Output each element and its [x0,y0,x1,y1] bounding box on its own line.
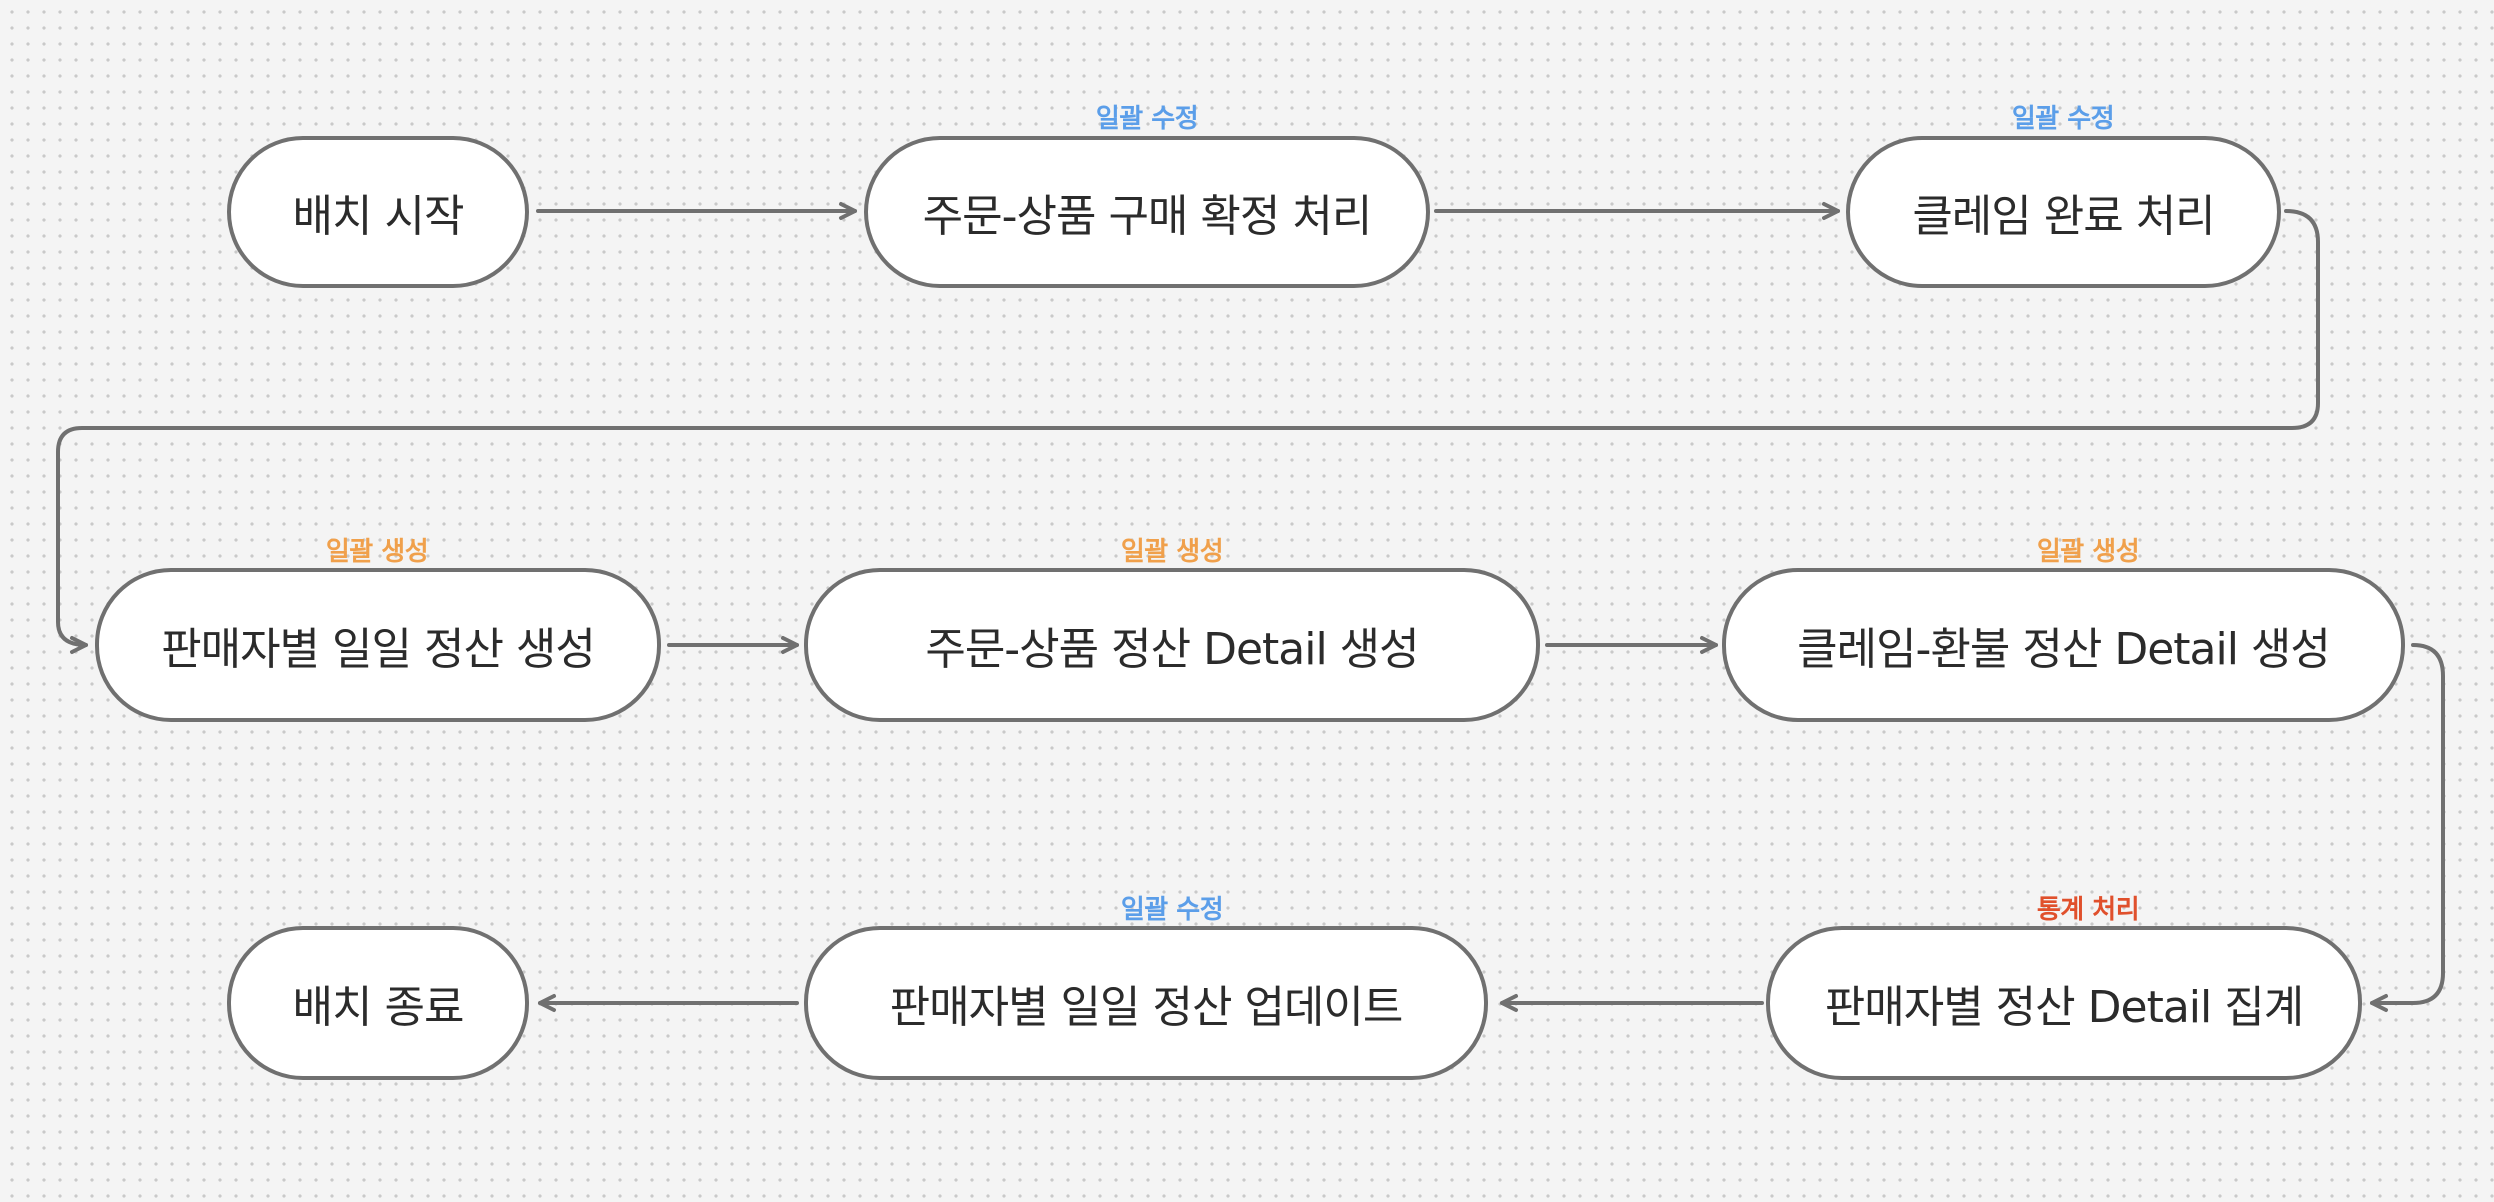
node-batch-end[interactable]: 배치 종료 [227,926,529,1080]
node-seller-daily-create[interactable]: 판매자별 일일 정산 생성 [95,568,661,722]
tag-seller-daily-create: 일괄 생성 [325,537,429,567]
tag-order-confirm: 일괄 수정 [1095,104,1199,134]
node-claim-complete[interactable]: 클레임 완료 처리 [1846,136,2281,288]
node-batch-start[interactable]: 배치 시작 [227,136,529,288]
tag-claim-detail-create: 일괄 생성 [2036,537,2140,567]
node-seller-daily-update[interactable]: 판매자별 일일 정산 업데이트 [804,926,1488,1080]
tag-order-detail-create: 일괄 생성 [1120,537,1224,567]
node-claim-detail-create[interactable]: 클레임-환불 정산 Detail 생성 [1722,568,2405,722]
edge-claim-complete-to-seller-daily-create [56,209,2320,654]
node-order-detail-create[interactable]: 주문-상품 정산 Detail 생성 [804,568,1540,722]
tag-seller-daily-update: 일괄 수정 [1120,895,1224,925]
node-order-confirm[interactable]: 주문-상품 구매 확정 처리 [864,136,1430,288]
tag-claim-complete: 일괄 수정 [2011,104,2115,134]
tag-seller-detail-aggregate: 통계 처리 [2036,895,2140,925]
edge-claim-detail-create-to-seller-detail-aggregate [2370,643,2445,1012]
node-seller-detail-aggregate[interactable]: 판매자별 정산 Detail 집계 [1766,926,2362,1080]
